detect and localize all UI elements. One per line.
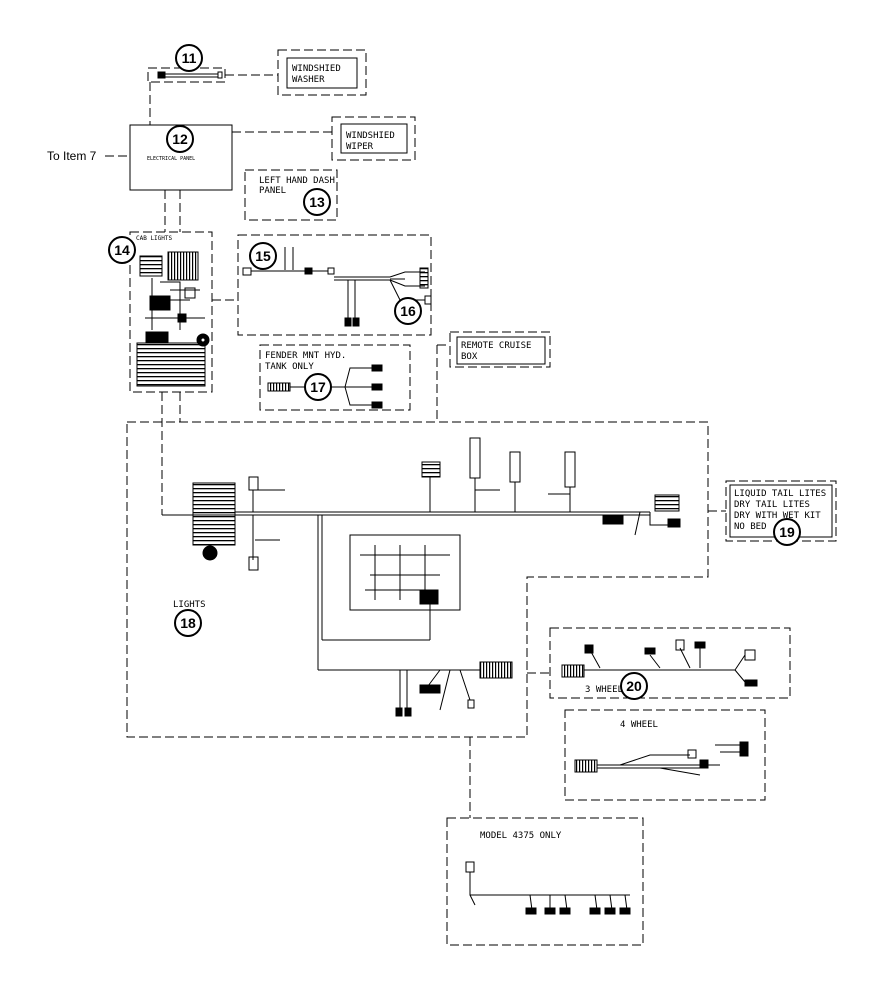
three-wheel-label: 3 WHEEL <box>585 685 623 695</box>
tail-label-2: DRY TAIL LITES <box>734 500 810 510</box>
cab-lights-box <box>129 231 213 393</box>
wiper-label-2: WIPER <box>346 142 374 152</box>
relay-board <box>349 534 461 611</box>
dash-panel-box <box>244 169 338 221</box>
callout-circle-18 <box>174 609 202 637</box>
cruise-inner-frame <box>456 336 546 365</box>
model-4375-harness <box>465 861 631 915</box>
harness-15-box <box>237 234 432 336</box>
model-label: MODEL 4375 ONLY <box>480 831 562 841</box>
four-wheel-harness <box>574 741 749 776</box>
washer-label-2: WASHER <box>292 75 325 85</box>
callout-15: 15 <box>255 248 271 264</box>
dashed-connectors <box>105 74 726 818</box>
cruise-label-1: REMOTE CRUISE <box>461 341 531 351</box>
washer-inner-frame <box>286 57 358 89</box>
electrical-panel-box <box>129 124 233 191</box>
cab-lights-label: CAB LIGHTS <box>136 235 173 242</box>
fender-tank-box <box>259 344 411 411</box>
wiper-inner-frame <box>340 123 408 154</box>
lights-region <box>126 421 709 738</box>
wiper-label-1: WINDSHIED <box>346 131 395 141</box>
callout-circle-11 <box>175 44 203 72</box>
callout-circle-19 <box>773 518 801 546</box>
callout-11: 11 <box>182 50 197 66</box>
callout-circle-15 <box>249 242 277 270</box>
washer-hose <box>157 71 223 79</box>
four-wheel-label: 4 WHEEL <box>620 720 658 730</box>
tail-label-3: DRY WITH WET KIT <box>734 511 821 521</box>
callout-12: 12 <box>172 131 188 147</box>
callout-circle-20 <box>620 672 648 700</box>
main-harness <box>162 437 681 717</box>
callout-20: 20 <box>626 678 642 694</box>
washer-label-1: WINDSHIED <box>292 64 341 74</box>
dash-label-1: LEFT HAND DASH <box>259 176 335 186</box>
electrical-panel-label: ELECTRICAL PANEL <box>147 156 195 162</box>
callout-13: 13 <box>309 194 325 210</box>
model-4375-box <box>446 817 644 946</box>
callout-circle-12 <box>166 125 194 153</box>
callout-circles <box>108 44 801 700</box>
cab-lights-harness <box>136 251 210 387</box>
callout-18: 18 <box>180 615 196 631</box>
callout-19: 19 <box>779 524 795 540</box>
tail-label-1: LIQUID TAIL LITES <box>734 489 826 499</box>
callout-circle-14 <box>108 236 136 264</box>
callout-circle-16 <box>394 297 422 325</box>
washer-label-box <box>277 49 367 96</box>
callout-circle-13 <box>303 188 331 216</box>
callout-14: 14 <box>114 242 130 258</box>
three-wheel-box <box>549 627 791 699</box>
wiper-label-box <box>331 116 416 161</box>
fender-label-1: FENDER MNT HYD. <box>265 351 346 361</box>
four-wheel-box <box>564 709 766 801</box>
lights-label: LIGHTS <box>173 600 206 610</box>
to-item-label: To Item 7 <box>47 149 97 163</box>
cruise-label-2: BOX <box>461 352 478 362</box>
callout-16: 16 <box>400 303 416 319</box>
callout-17: 17 <box>310 379 326 395</box>
three-wheel-harness <box>561 639 758 687</box>
fender-label-2: TANK ONLY <box>265 362 314 372</box>
cruise-box <box>449 331 551 368</box>
dash-label-2: PANEL <box>259 186 286 196</box>
tail-label-4: NO BED <box>734 522 767 532</box>
callout-circle-17 <box>304 373 332 401</box>
